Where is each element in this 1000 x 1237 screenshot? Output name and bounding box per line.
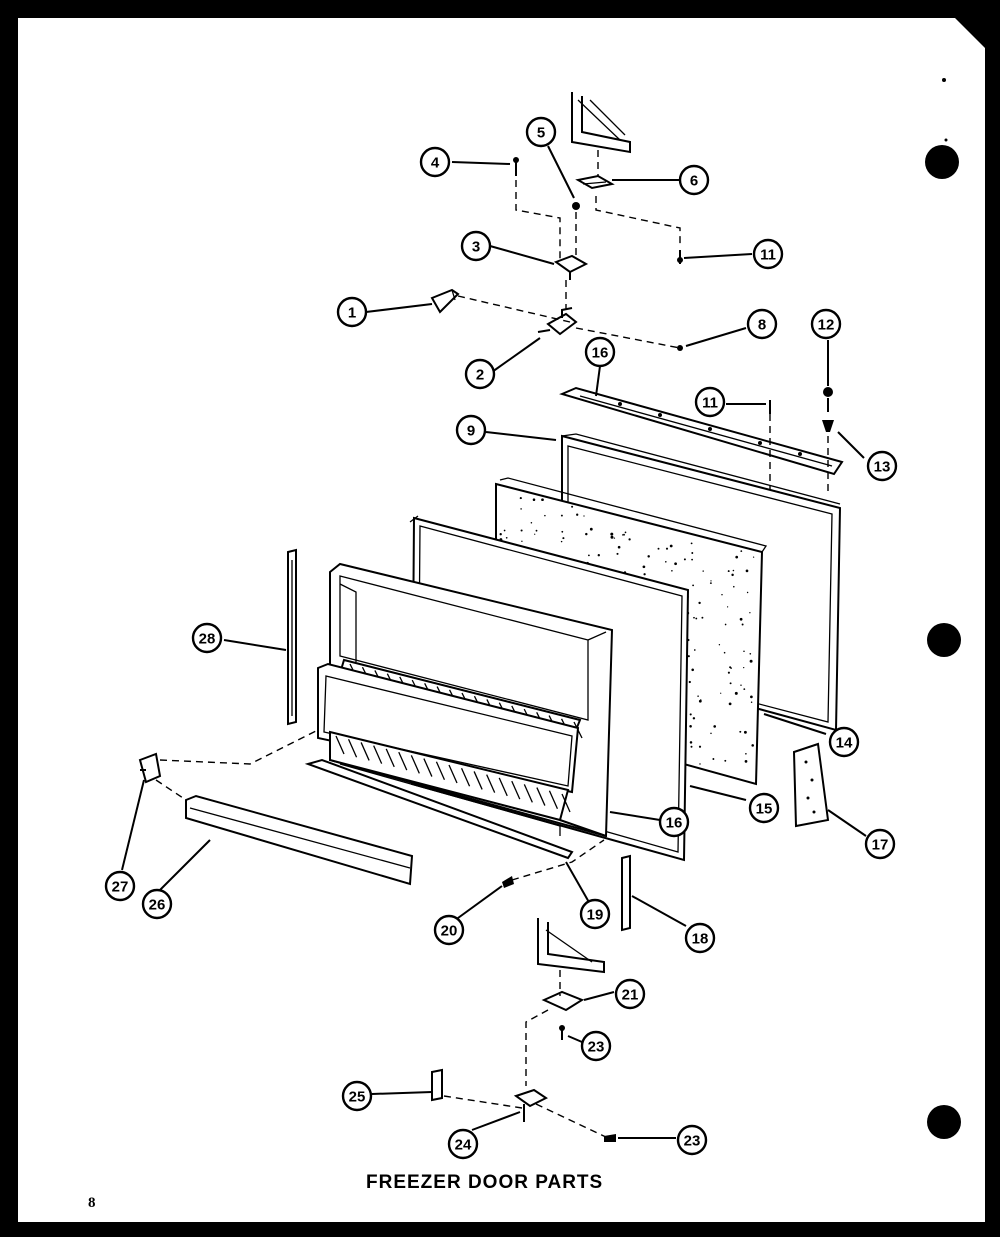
svg-text:23: 23 xyxy=(684,1133,701,1150)
svg-text:20: 20 xyxy=(441,923,458,940)
svg-text:27: 27 xyxy=(112,879,129,896)
svg-text:25: 25 xyxy=(349,1089,366,1106)
bottom-strip xyxy=(304,758,574,860)
svg-text:16: 16 xyxy=(666,815,683,832)
svg-text:1: 1 xyxy=(348,305,356,322)
callout-26: 26 xyxy=(141,888,173,920)
callout-27: 27 xyxy=(104,870,136,902)
svg-text:4: 4 xyxy=(431,155,440,172)
callout-28: 28 xyxy=(191,622,223,654)
svg-text:23: 23 xyxy=(588,1039,605,1056)
svg-text:19: 19 xyxy=(587,907,604,924)
callout-15: 15 xyxy=(748,792,780,824)
callout-8: 8 xyxy=(746,308,778,340)
svg-text:15: 15 xyxy=(756,801,773,818)
svg-text:6: 6 xyxy=(690,173,698,190)
top-hinge-assembly xyxy=(430,92,683,351)
svg-text:21: 21 xyxy=(622,987,639,1004)
svg-text:13: 13 xyxy=(874,459,891,476)
callout-24: 24 xyxy=(447,1128,479,1160)
callout-4: 4 xyxy=(419,146,451,178)
binder-hole xyxy=(927,623,961,657)
callout-1: 1 xyxy=(336,296,368,328)
svg-text:17: 17 xyxy=(872,837,889,854)
binder-hole xyxy=(927,1105,961,1139)
callout-11: 11 xyxy=(694,386,726,418)
callout-2: 2 xyxy=(464,358,496,390)
bottom-hinge-assembly xyxy=(431,918,616,1142)
speck xyxy=(944,138,948,142)
callout-5: 5 xyxy=(525,116,557,148)
svg-text:18: 18 xyxy=(692,931,709,948)
leader-lines xyxy=(121,145,867,1139)
svg-text:26: 26 xyxy=(149,897,166,914)
callout-25: 25 xyxy=(341,1080,373,1112)
svg-text:16: 16 xyxy=(592,345,609,362)
callout-12: 12 xyxy=(810,308,842,340)
page-number: 8 xyxy=(88,1195,96,1211)
callout-13: 13 xyxy=(866,450,898,482)
svg-text:5: 5 xyxy=(537,125,545,142)
callout-23: 23 xyxy=(580,1030,612,1062)
callout-18: 18 xyxy=(684,922,716,954)
callout-17: 17 xyxy=(864,828,896,860)
svg-text:14: 14 xyxy=(836,735,853,752)
svg-text:8: 8 xyxy=(758,317,766,334)
svg-text:9: 9 xyxy=(467,423,475,440)
callout-16: 16 xyxy=(658,806,690,838)
svg-text:3: 3 xyxy=(472,239,480,256)
binder-hole xyxy=(925,145,959,179)
diagram-title: FREEZER DOOR PARTS xyxy=(366,1172,603,1193)
small-panel xyxy=(792,742,830,828)
svg-text:28: 28 xyxy=(199,631,216,648)
callout-3: 3 xyxy=(460,230,492,262)
callout-21: 21 xyxy=(614,978,646,1010)
speck xyxy=(942,78,946,82)
callout-6: 6 xyxy=(678,164,710,196)
callout-16: 16 xyxy=(584,336,616,368)
svg-text:12: 12 xyxy=(818,317,835,334)
callout-14: 14 xyxy=(828,726,860,758)
callout-20: 20 xyxy=(433,914,465,946)
door-top-strip xyxy=(559,386,844,476)
svg-text:11: 11 xyxy=(702,395,718,412)
svg-text:11: 11 xyxy=(760,247,776,264)
callout-11: 11 xyxy=(752,238,784,270)
door-liner xyxy=(317,562,614,838)
kick-plate xyxy=(185,794,414,886)
callout-19: 19 xyxy=(579,898,611,930)
callout-23: 23 xyxy=(676,1124,708,1156)
svg-text:24: 24 xyxy=(455,1137,472,1154)
callout-9: 9 xyxy=(455,414,487,446)
svg-text:2: 2 xyxy=(476,367,484,384)
